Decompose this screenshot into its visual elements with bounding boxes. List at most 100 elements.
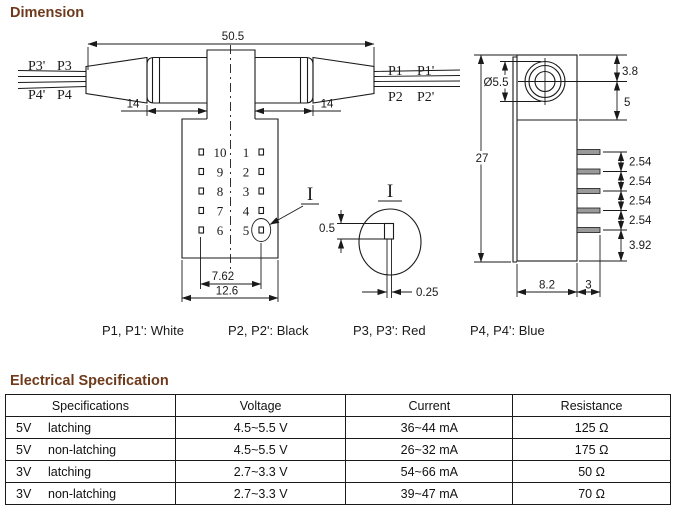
current-cell: 39~47 mA bbox=[345, 482, 514, 505]
pin-number: 1 bbox=[243, 145, 250, 160]
detail-leader-line bbox=[269, 205, 304, 225]
dimension-drawing: 10 9 8 7 6 1 2 3 4 5 P3' P3 P4' P4 P1 P1… bbox=[17, 31, 652, 302]
dimension-pin-pitch-chain: 2.54 2.54 2.54 2.54 3.92 bbox=[579, 151, 652, 262]
header-current: Current bbox=[345, 394, 514, 417]
legend-item-p4: P4, P4': Blue bbox=[470, 323, 545, 338]
svg-text:0.5: 0.5 bbox=[319, 223, 335, 235]
table-row: 3V latching 2.7~3.3 V 54~66 mA 50 Ω bbox=[5, 460, 671, 483]
ferrule-right bbox=[255, 56, 314, 104]
detail-view-circle bbox=[358, 208, 422, 276]
mounting-hole bbox=[518, 58, 570, 105]
side-plate bbox=[512, 56, 517, 263]
port-label-p1-prime: P1' bbox=[417, 64, 434, 79]
dimension-heading: Dimension bbox=[10, 5, 85, 21]
switch-body bbox=[181, 118, 279, 259]
current-cell: 36~44 mA bbox=[345, 416, 514, 439]
svg-text:7.62: 7.62 bbox=[212, 271, 234, 283]
header-voltage: Voltage bbox=[174, 394, 347, 417]
spec-cell: 5V latching bbox=[5, 416, 176, 439]
voltage-cell: 2.7~3.3 V bbox=[174, 482, 347, 505]
current-cell: 54~66 mA bbox=[345, 460, 514, 483]
dimension-overall-height: 27 bbox=[473, 54, 517, 263]
wire-color-legend: P1, P1': White P2, P2': Black P3, P3': R… bbox=[0, 323, 681, 341]
table-header-row: Specifications Voltage Current Resistanc… bbox=[5, 394, 671, 417]
header-resistance: Resistance bbox=[512, 394, 671, 417]
pin-number: 7 bbox=[217, 204, 224, 219]
dimension-left-section: 14 bbox=[121, 99, 208, 116]
port-label-p3: P3 bbox=[57, 59, 72, 74]
port-label-p1: P1 bbox=[388, 64, 403, 79]
svg-text:12.6: 12.6 bbox=[216, 286, 238, 298]
detail-view: I 0.5 0.25 bbox=[319, 181, 438, 299]
port-label-p3-prime: P3' bbox=[28, 59, 45, 74]
pin-number: 5 bbox=[243, 223, 250, 238]
resistance-cell: 125 Ω bbox=[512, 416, 671, 439]
pin-number: 9 bbox=[217, 165, 224, 180]
ferrule-left bbox=[146, 56, 207, 104]
svg-text:8.2: 8.2 bbox=[539, 280, 555, 292]
voltage-class: 5V bbox=[16, 420, 32, 435]
pin-number: 3 bbox=[243, 184, 250, 199]
pin-number: 6 bbox=[217, 223, 224, 238]
voltage-cell: 2.7~3.3 V bbox=[174, 460, 347, 483]
svg-text:3: 3 bbox=[585, 280, 591, 292]
fiber-cables-right bbox=[373, 69, 461, 87]
fiber-cables-left bbox=[17, 70, 87, 89]
legend-color: Red bbox=[401, 323, 426, 338]
side-view: Ø5.5 3.8 5 27 bbox=[473, 54, 652, 297]
center-block bbox=[206, 49, 256, 119]
current-cell: 26~32 mA bbox=[345, 438, 514, 461]
spec-cell: 5V non-latching bbox=[5, 438, 176, 461]
resistance-cell: 50 Ω bbox=[512, 460, 671, 483]
port-label-p2-prime: P2' bbox=[417, 90, 434, 105]
dimension-pin-width: 0.5 bbox=[319, 210, 345, 253]
pin-squares-right bbox=[258, 148, 265, 234]
svg-text:14: 14 bbox=[321, 99, 334, 111]
dimension-hole-diameter: Ø5.5 bbox=[481, 61, 541, 102]
electrical-spec-table: Specifications Voltage Current Resistanc… bbox=[5, 394, 671, 505]
svg-text:2.54: 2.54 bbox=[629, 196, 652, 208]
latch-type: non-latching bbox=[48, 486, 117, 501]
voltage-class: 3V bbox=[16, 464, 32, 479]
electrical-specification-heading: Electrical Specification bbox=[10, 373, 169, 389]
latch-type: latching bbox=[48, 464, 92, 479]
latch-type: latching bbox=[48, 420, 92, 435]
boot-right bbox=[312, 56, 375, 104]
svg-text:2.54: 2.54 bbox=[629, 176, 652, 188]
legend-ports: P4, P4': bbox=[470, 323, 516, 338]
svg-text:2.54: 2.54 bbox=[629, 157, 652, 169]
legend-color: White bbox=[150, 323, 184, 338]
detail-view-marker: I bbox=[387, 181, 393, 202]
voltage-cell: 4.5~5.5 V bbox=[174, 438, 347, 461]
svg-text:50.5: 50.5 bbox=[222, 31, 244, 43]
detail-callout-circle bbox=[251, 218, 272, 242]
port-label-p4: P4 bbox=[57, 88, 72, 103]
dimension-pin-row-span: 7.62 bbox=[200, 237, 262, 289]
voltage-class: 5V bbox=[16, 442, 32, 457]
front-view: 10 9 8 7 6 1 2 3 4 5 P3' P3 P4' P4 P1 P1… bbox=[17, 31, 461, 302]
resistance-cell: 70 Ω bbox=[512, 482, 671, 505]
latch-type: non-latching bbox=[48, 442, 117, 457]
pin-number: 8 bbox=[217, 184, 224, 199]
legend-item-p2: P2, P2': Black bbox=[228, 323, 309, 338]
dimension-overall-length: 50.5 bbox=[87, 31, 375, 70]
svg-text:5: 5 bbox=[624, 97, 630, 109]
legend-ports: P3, P3': bbox=[353, 323, 399, 338]
header-specifications: Specifications bbox=[5, 394, 176, 417]
svg-text:Ø5.5: Ø5.5 bbox=[484, 77, 509, 89]
legend-ports: P2, P2': bbox=[228, 323, 274, 338]
svg-text:3.8: 3.8 bbox=[622, 66, 638, 78]
boot-left bbox=[85, 56, 148, 104]
legend-item-p3: P3, P3': Red bbox=[353, 323, 426, 338]
dimension-pin-thickness: 0.25 bbox=[362, 287, 438, 299]
svg-text:3.92: 3.92 bbox=[629, 240, 651, 252]
svg-text:27: 27 bbox=[476, 153, 489, 165]
detail-pin bbox=[383, 222, 395, 240]
detail-marker-label: I bbox=[307, 184, 313, 205]
svg-text:0.25: 0.25 bbox=[416, 287, 438, 299]
svg-text:2.54: 2.54 bbox=[629, 215, 652, 227]
